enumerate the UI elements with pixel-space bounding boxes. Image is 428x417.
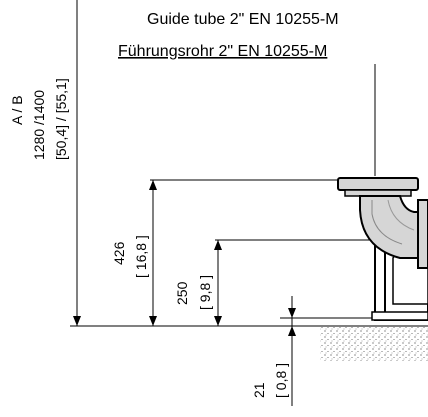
h250-mm-label: 250	[174, 281, 190, 305]
arrow-426-top	[149, 180, 157, 190]
guide-tube-elbow	[337, 177, 428, 269]
guide-tube-label-de: Führungsrohr 2" EN 10255-M	[118, 43, 327, 60]
arrow-21-bottom	[288, 326, 296, 336]
arrow-250-bottom	[214, 316, 222, 326]
arrow-250-top	[214, 240, 222, 250]
ab-label: A / B	[9, 95, 25, 125]
arrow-426-bottom	[149, 316, 157, 326]
arrow-21-top	[288, 308, 296, 318]
h426-in-label: [ 16,8 ]	[133, 235, 149, 278]
ab-in-label: [50,4] / [55,1]	[53, 78, 69, 160]
guide-tube-label-en: Guide tube 2" EN 10255-M	[147, 11, 339, 28]
h426-mm-label: 426	[111, 241, 127, 265]
ground-hatch	[320, 327, 428, 361]
ab-mm-label: 1280 /1400	[31, 90, 47, 160]
h250-in-label: [ 9,8 ]	[197, 275, 213, 310]
h21-in-label: [ 0,8 ]	[273, 363, 289, 398]
h21-mm-label: 21	[251, 382, 267, 398]
arrow-ab	[73, 316, 81, 326]
